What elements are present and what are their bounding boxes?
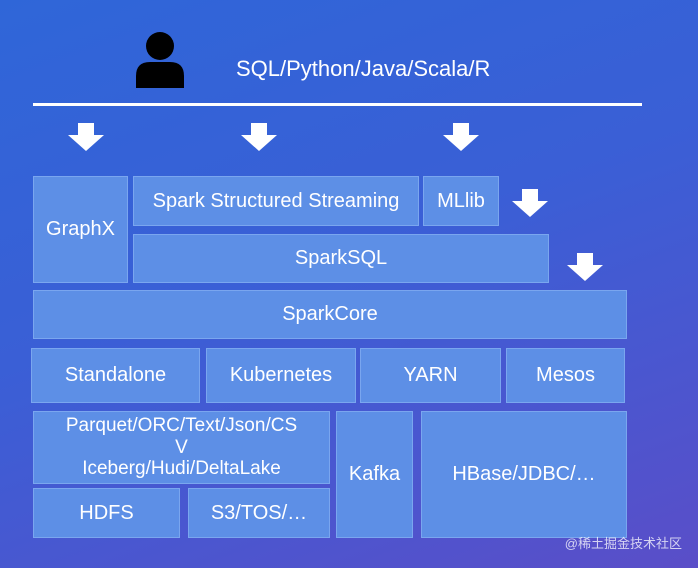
- standalone-box: Standalone: [31, 348, 200, 403]
- standalone-label: Standalone: [64, 364, 167, 386]
- structured-streaming-box: Spark Structured Streaming: [133, 176, 419, 226]
- s3-box: S3/TOS/…: [188, 488, 330, 538]
- watermark-text: @稀土掘金技术社区: [564, 536, 682, 551]
- header-divider: [33, 103, 642, 106]
- sparkcore-box: SparkCore: [33, 290, 627, 339]
- sparkcore-label: SparkCore: [282, 303, 378, 325]
- yarn-box: YARN: [360, 348, 501, 403]
- hdfs-box: HDFS: [33, 488, 180, 538]
- formats-line-1: Parquet/ORC/Text/Json/CS: [65, 414, 298, 436]
- hdfs-label: HDFS: [79, 501, 134, 524]
- formats-box: Parquet/ORC/Text/Json/CS V Iceberg/Hudi/…: [33, 411, 330, 484]
- languages-label: SQL/Python/Java/Scala/R: [236, 56, 491, 81]
- down-arrow-icon: [443, 123, 479, 151]
- formats-line-2: V: [175, 436, 188, 458]
- s3-label: S3/TOS/…: [210, 501, 308, 524]
- down-arrow-icon: [567, 253, 603, 281]
- mllib-box: MLlib: [423, 176, 499, 226]
- kafka-label: Kafka: [348, 463, 401, 485]
- down-arrow-icon: [68, 123, 104, 151]
- formats-line-3: Iceberg/Hudi/DeltaLake: [82, 458, 281, 480]
- yarn-label: YARN: [403, 364, 458, 386]
- mesos-box: Mesos: [506, 348, 625, 403]
- sparksql-label: SparkSQL: [294, 247, 388, 269]
- hbase-label: HBase/JDBC/…: [452, 463, 596, 485]
- graphx-label: GraphX: [46, 218, 115, 240]
- hbase-box: HBase/JDBC/…: [421, 411, 627, 538]
- kafka-box: Kafka: [336, 411, 413, 538]
- mllib-label: MLlib: [437, 189, 485, 212]
- down-arrow-icon: [241, 123, 277, 151]
- mesos-label: Mesos: [536, 364, 595, 386]
- kubernetes-box: Kubernetes: [206, 348, 356, 403]
- kubernetes-label: Kubernetes: [229, 364, 333, 386]
- structured-streaming-label: Spark Structured Streaming: [152, 189, 400, 212]
- user-icon: [134, 30, 186, 88]
- sparksql-box: SparkSQL: [133, 234, 549, 283]
- graphx-box: GraphX: [33, 176, 128, 283]
- down-arrow-icon: [512, 189, 548, 217]
